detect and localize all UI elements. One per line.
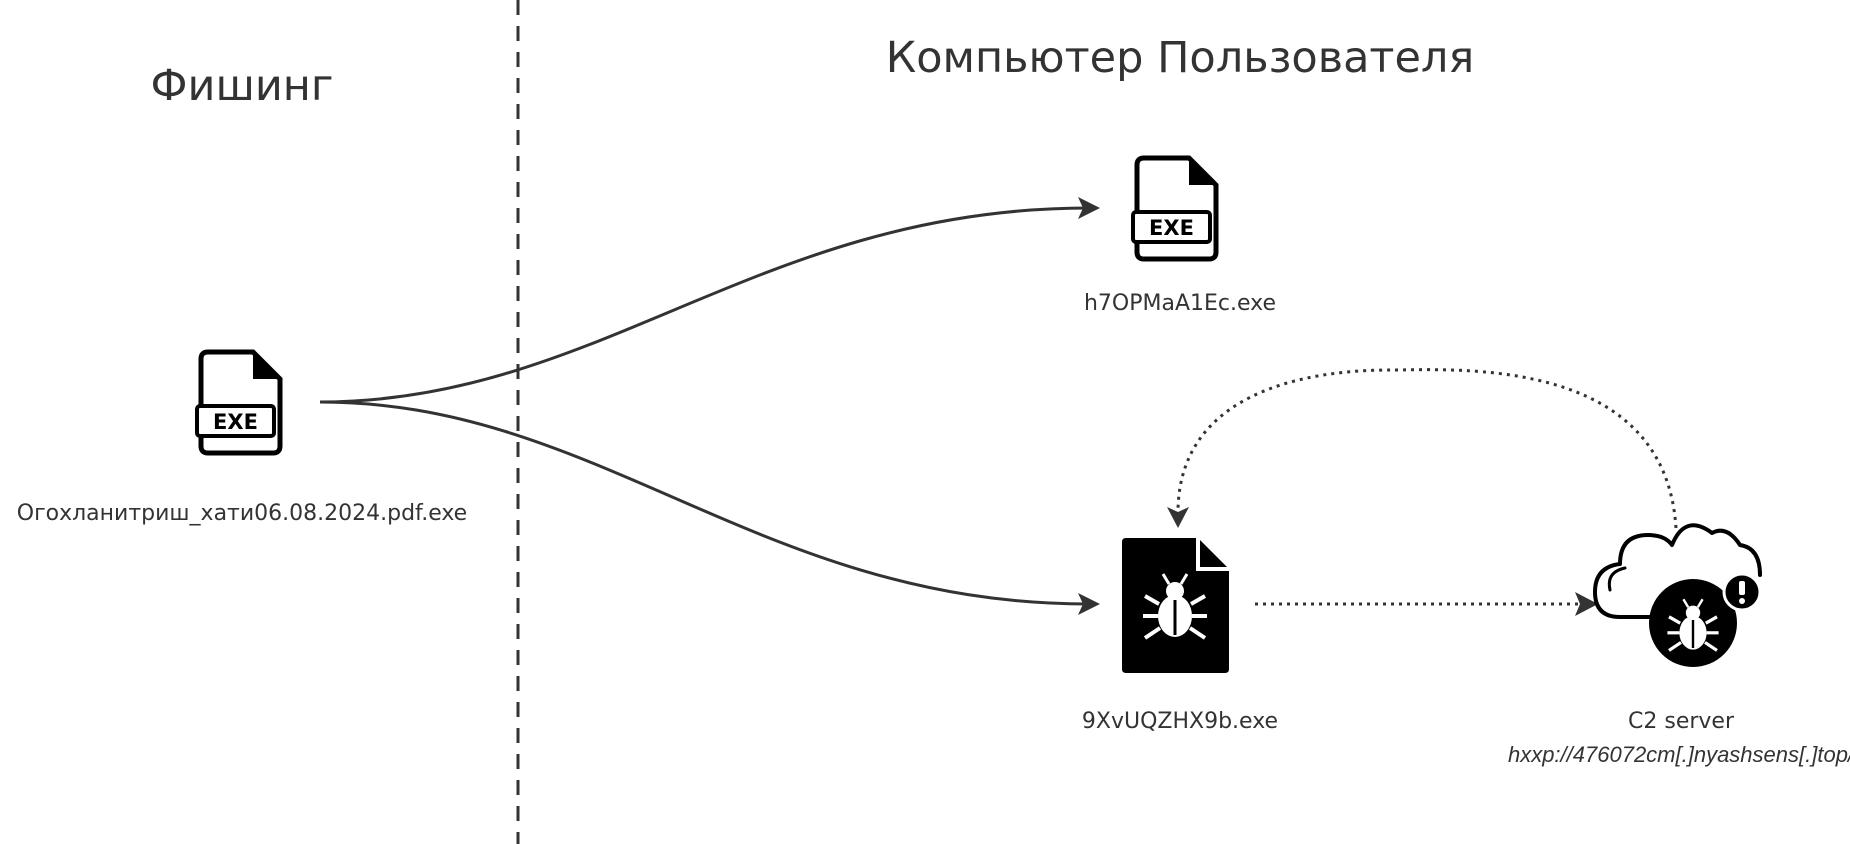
- c2-server-url: hxxp://476072cm[.]nyashsens[.]top/: [1508, 742, 1850, 767]
- phishing-file-label: Огохланитриш_хати06.08.2024.pdf.exe: [17, 501, 467, 526]
- exe-file-corner: [253, 352, 280, 379]
- arrowhead-dropped-exe: [1078, 197, 1100, 219]
- exe-badge: [195, 404, 276, 438]
- edge-phishing-to-dropped-exe: [319, 206, 1089, 404]
- bug-icon: [1667, 598, 1719, 652]
- malware-file-label: 9XvUQZHX9b.exe: [1082, 709, 1278, 734]
- cloud-inner-line: [1607, 566, 1627, 592]
- malware-file-icon: [1122, 538, 1229, 673]
- arrowhead-malware: [1078, 593, 1100, 615]
- zone-title-user-computer: Компьютер Пользователя: [886, 33, 1475, 83]
- edge-phishing-to-malware: [319, 400, 1089, 606]
- exe-file-corner: [1189, 158, 1216, 185]
- c2-server-icon: [1593, 523, 1762, 667]
- exe-badge: [1131, 210, 1212, 244]
- dropped-exe-icon: EXE: [1131, 155, 1219, 262]
- bug-icon: [1143, 573, 1207, 640]
- edge-c2-to-malware: [1176, 368, 1678, 529]
- alert-icon: [1739, 581, 1745, 604]
- cloud-icon: [1593, 523, 1762, 619]
- exe-badge-text: EXE: [1149, 216, 1194, 240]
- malware-file-fold: [1196, 538, 1229, 571]
- phishing-file-icon: EXE: [195, 349, 283, 456]
- dropped-exe-label: h7OPMaA1Ec.exe: [1084, 291, 1276, 316]
- zone-title-phishing: Фишинг: [151, 61, 334, 111]
- arrowhead-c2-callback: [1167, 507, 1189, 528]
- arrowhead-c2: [1575, 592, 1598, 616]
- c2-server-label: C2 server: [1628, 709, 1735, 734]
- exe-badge-text: EXE: [213, 410, 258, 434]
